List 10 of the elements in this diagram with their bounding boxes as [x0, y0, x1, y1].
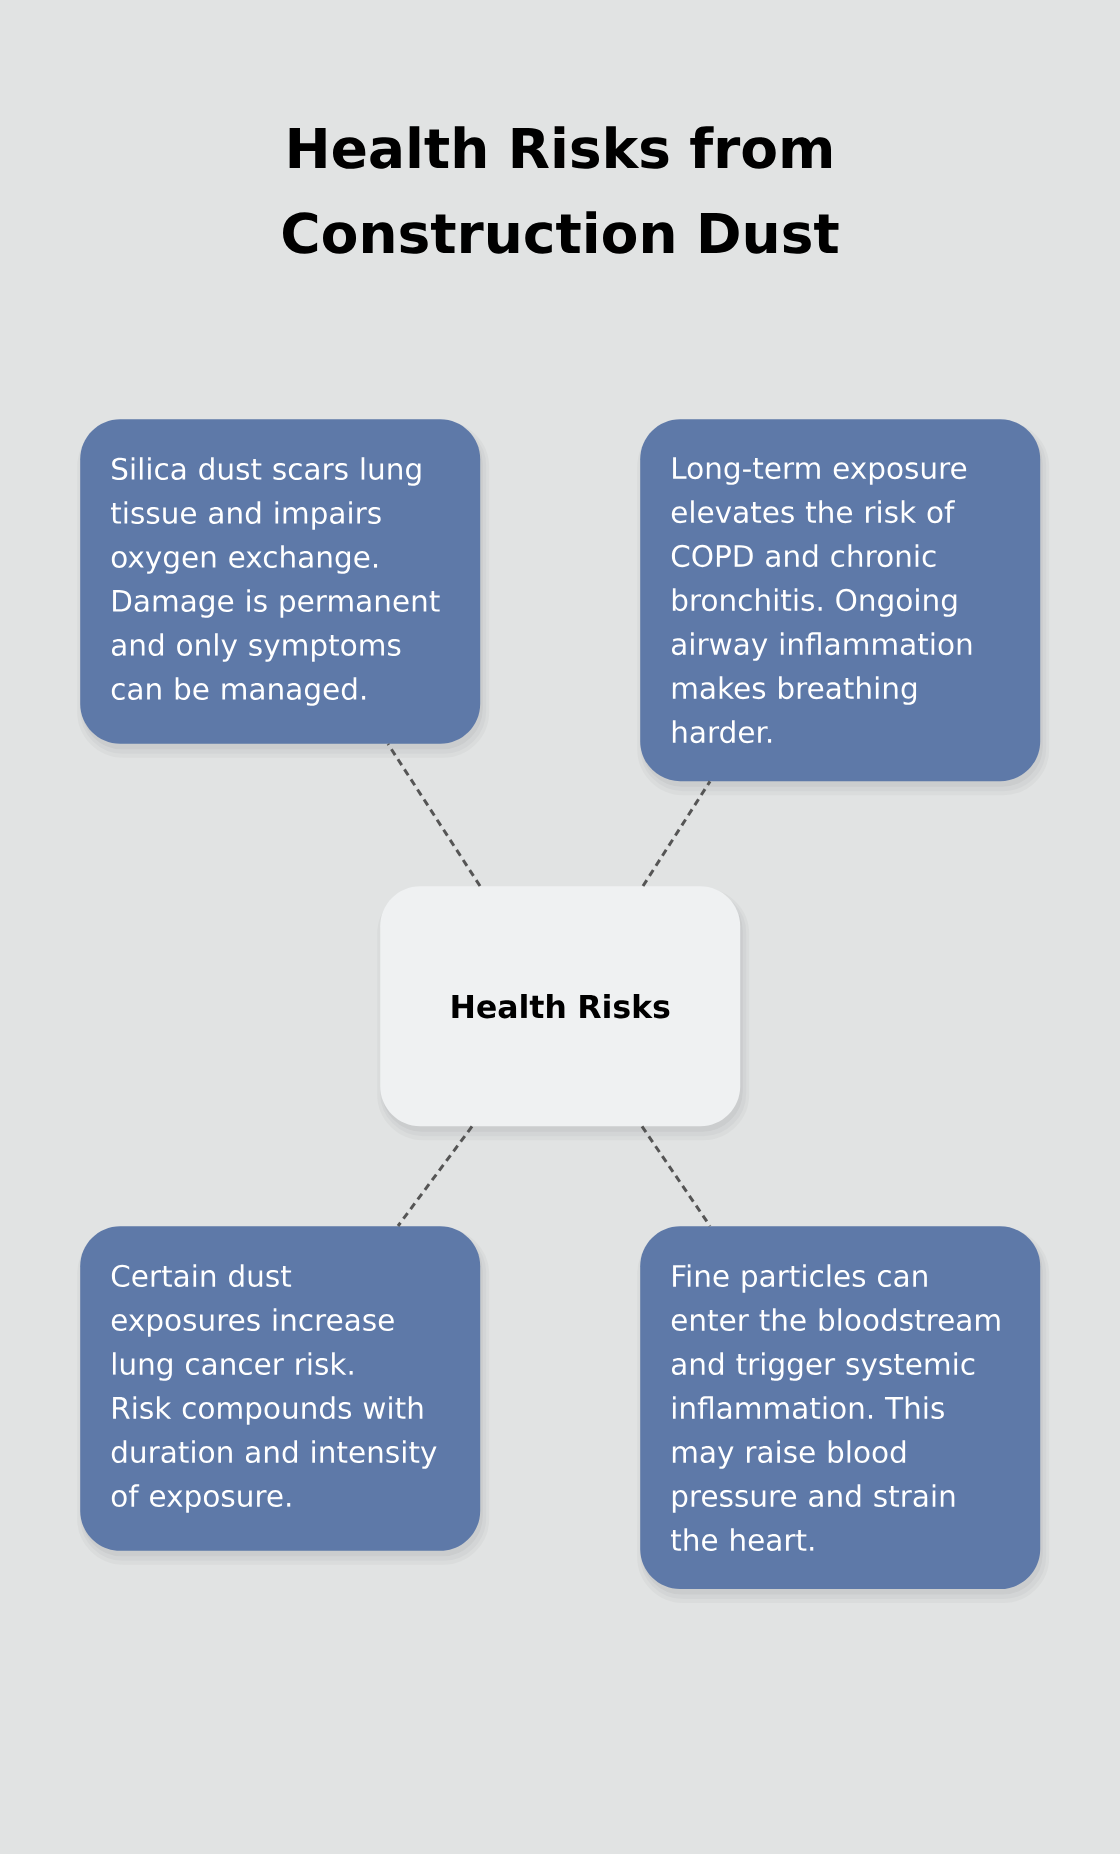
text-box: Certain dust exposures increase lung cancer risk. Risk compounds with duration and intensity of exposure. — [77, 1226, 490, 1565]
topic-box: Health Risks — [377, 886, 750, 1141]
title: Health Risks from Construction Dust — [283, 126, 839, 254]
text-box: Silica dust scars lung tissue and impairs oxygen exchange. Damage is permanent and only symptoms can be managed. — [77, 419, 490, 758]
text-box: Long-term exposure elevates the risk of COPD and chronic bronchitis. Ongoing airway inflammation makes breathing harder. — [637, 419, 1050, 796]
text-box: Fine particles can enter the bloodstream and trigger systemic inflammation. This may raise blood pressure and strain the heart. — [637, 1226, 1050, 1604]
connector-line — [396, 1125, 474, 1227]
connector-line — [641, 780, 712, 887]
connector-line — [386, 743, 482, 887]
connector-line — [640, 1125, 712, 1227]
